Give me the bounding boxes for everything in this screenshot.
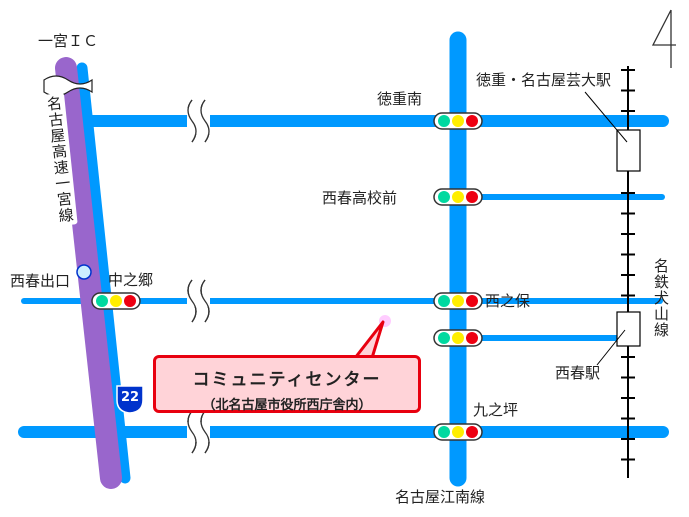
- route-22-shield: [116, 385, 144, 414]
- traffic-light-icon: [433, 112, 483, 130]
- label-station-nishiharu: 西春駅: [555, 364, 601, 382]
- road-route22: [76, 62, 131, 484]
- traffic-light-icon: [433, 188, 483, 206]
- label-exit: 西春出口: [10, 272, 71, 290]
- traffic-light-icon: [91, 292, 141, 310]
- destination-name: コミュニティセンター: [192, 370, 382, 390]
- label-nakanogo: 中之郷: [108, 271, 154, 289]
- north-arrow-icon: [651, 9, 676, 68]
- route-22-label: 22: [120, 390, 140, 405]
- label-nishinobo: 西之保: [485, 292, 531, 310]
- destination-subtitle: （北名古屋市役所西庁舎内）: [202, 398, 372, 413]
- label-tokushige-minami: 徳重南: [377, 90, 423, 108]
- label-kunotsubo: 九之坪: [473, 401, 519, 419]
- traffic-light-icon: [433, 292, 483, 310]
- callout-tail: [353, 320, 385, 360]
- label-railway: 名鉄犬山線: [652, 258, 670, 338]
- railway-ticks: [621, 69, 635, 461]
- exit-marker: [76, 264, 92, 280]
- traffic-light-icon: [433, 329, 483, 347]
- label-station-tokushige: 徳重・名古屋芸大駅: [476, 71, 612, 89]
- station-nishiharu: [616, 311, 641, 347]
- station-tokushige: [616, 129, 641, 172]
- label-ic: 一宮ＩＣ: [38, 32, 99, 50]
- label-road-name: 名古屋江南線: [395, 488, 486, 506]
- traffic-light-icon: [433, 423, 483, 441]
- traffic-lights: [91, 112, 483, 441]
- label-nishiharu-hs: 西春高校前: [322, 189, 398, 207]
- destination-callout[interactable]: コミュニティセンター （北名古屋市役所西庁舎内）: [153, 355, 421, 413]
